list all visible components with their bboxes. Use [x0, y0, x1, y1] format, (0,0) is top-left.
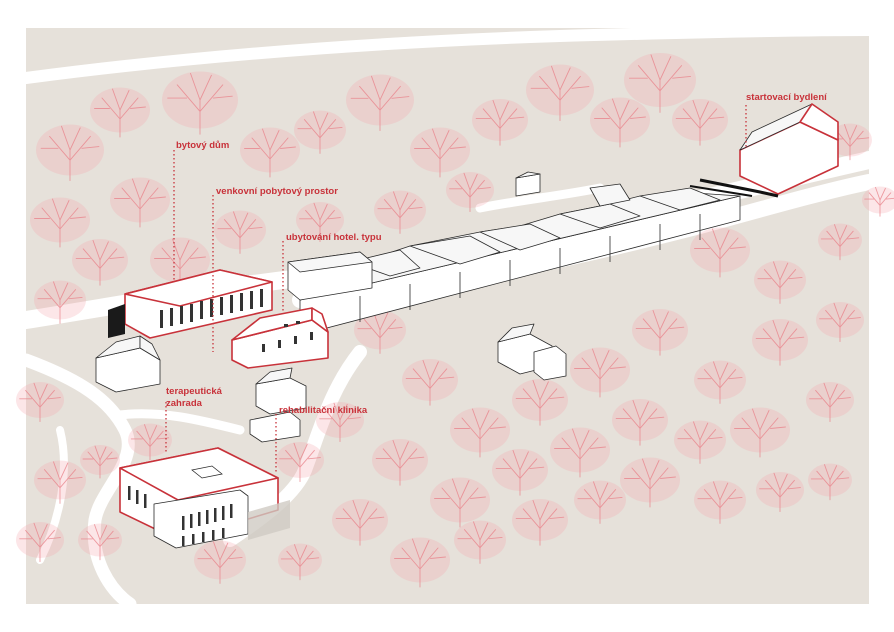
tree	[316, 402, 364, 443]
labels-layer: startovací bydlení bytový dům venkovní p…	[166, 92, 827, 416]
tree	[214, 210, 266, 254]
tree	[80, 445, 120, 479]
tree	[690, 227, 750, 278]
tree	[354, 310, 406, 354]
apartment-windows	[160, 289, 263, 328]
tree	[492, 449, 548, 496]
building-terrace-row	[299, 183, 741, 336]
label-hotel-accommodation: ubytování hotel. typu	[286, 232, 382, 243]
tree	[430, 477, 490, 528]
label-outdoor-space: venkovní pobytový prostor	[216, 186, 338, 197]
tree	[390, 537, 450, 588]
tree	[296, 202, 344, 243]
tree	[332, 499, 388, 546]
tree	[128, 423, 172, 461]
tree	[694, 480, 746, 524]
tree	[374, 190, 426, 234]
tree	[446, 172, 494, 213]
tree	[150, 237, 210, 288]
tree	[574, 480, 626, 524]
tree	[674, 420, 726, 464]
tree	[752, 319, 808, 366]
tree	[276, 442, 324, 483]
tree	[34, 460, 86, 504]
building-small-house-left	[95, 335, 161, 393]
tree	[72, 239, 128, 286]
tree	[862, 186, 894, 217]
tree	[240, 127, 300, 178]
tree	[294, 110, 346, 154]
building-right-cluster	[497, 323, 567, 381]
tree	[808, 463, 852, 501]
tree	[590, 97, 650, 148]
tree	[828, 123, 872, 161]
tree	[632, 309, 688, 356]
tree	[694, 360, 746, 404]
tree	[30, 197, 90, 248]
building-starter-housing	[689, 103, 839, 198]
tree	[818, 223, 862, 261]
tree	[816, 302, 864, 343]
tree	[806, 382, 854, 423]
building-hotel-accommodation	[287, 251, 373, 301]
tree	[512, 499, 568, 546]
clinic-windows	[128, 486, 233, 546]
tree-layer	[16, 53, 894, 588]
building-rehab-clinic	[119, 447, 290, 549]
building-small-hut	[515, 171, 541, 197]
tree	[526, 64, 594, 122]
building-hotel-main	[231, 307, 329, 369]
tree	[620, 457, 680, 508]
tree	[454, 520, 506, 564]
buildings-layer	[95, 103, 839, 549]
label-starter-housing: startovací bydlení	[746, 92, 827, 103]
tree	[194, 540, 246, 584]
tree	[754, 260, 806, 304]
tree	[570, 347, 630, 398]
tree	[78, 523, 122, 561]
tree	[16, 382, 64, 423]
tree	[624, 53, 696, 113]
tree	[410, 127, 470, 178]
tree	[162, 71, 238, 135]
tree	[730, 407, 790, 458]
building-house-path	[249, 367, 307, 443]
tree	[278, 543, 322, 581]
tree	[110, 177, 170, 228]
tree	[346, 74, 414, 132]
tree	[402, 359, 458, 406]
label-therapeutic-garden-line2: zahrada	[166, 398, 203, 409]
tree	[16, 522, 64, 563]
tree	[672, 99, 728, 146]
label-rehab-clinic: rehabilitační klinika	[279, 405, 368, 416]
label-apartment-house: bytový dům	[176, 140, 229, 151]
tree	[36, 124, 104, 182]
tree	[372, 439, 428, 486]
building-apartment-house	[108, 269, 273, 339]
tree	[550, 427, 610, 478]
label-therapeutic-garden-line1: terapeutická	[166, 386, 223, 397]
tree	[612, 399, 668, 446]
tree	[34, 280, 86, 324]
tree	[756, 472, 804, 513]
tree	[512, 379, 568, 426]
tree	[450, 407, 510, 458]
tree	[90, 87, 150, 138]
label-leader-lines	[165, 105, 747, 472]
tree	[472, 99, 528, 146]
